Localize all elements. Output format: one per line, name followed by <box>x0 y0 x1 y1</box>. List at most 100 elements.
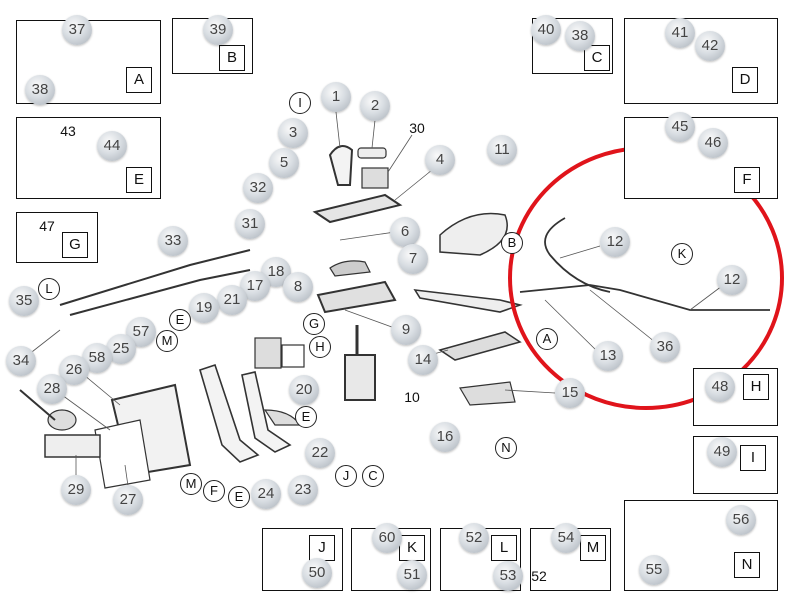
inset-letter-F: F <box>734 167 760 193</box>
callout-38-c: 38 <box>565 21 595 51</box>
ref-L: L <box>38 278 60 300</box>
callout-53: 53 <box>493 561 523 591</box>
callout-1: 1 <box>321 82 351 112</box>
callout-19: 19 <box>189 293 219 323</box>
inset-letter-J: J <box>309 535 335 561</box>
callout-33: 33 <box>158 226 188 256</box>
callout-12-lower: 12 <box>717 265 747 295</box>
callout-51: 51 <box>397 560 427 590</box>
ref-J: J <box>335 465 357 487</box>
callout-54: 54 <box>551 523 581 553</box>
callout-7: 7 <box>398 244 428 274</box>
brake-pedal-drawing <box>199 363 260 463</box>
callout-3: 3 <box>278 118 308 148</box>
callout-22: 22 <box>305 438 335 468</box>
callout-13: 13 <box>593 341 623 371</box>
ref-C: C <box>362 465 384 487</box>
callout-56: 56 <box>726 505 756 535</box>
handbrake-lever-drawing <box>413 289 523 313</box>
callout-35: 35 <box>9 286 39 316</box>
ref-M-2: M <box>180 473 202 495</box>
callout-21: 21 <box>217 285 247 315</box>
ref-K: K <box>671 243 693 265</box>
pedal-bracket-drawing <box>94 383 192 489</box>
ref-A: A <box>536 328 558 350</box>
inset-letter-I: I <box>740 445 766 471</box>
inset-letter-L: L <box>491 535 517 561</box>
callout-28: 28 <box>37 374 67 404</box>
callout-24: 24 <box>251 479 281 509</box>
callout-10: 10 <box>404 389 420 405</box>
callout-45: 45 <box>665 112 695 142</box>
callout-36: 36 <box>650 332 680 362</box>
inset-letter-B: B <box>219 45 245 71</box>
callout-38: 38 <box>25 75 55 105</box>
callout-52: 52 <box>459 523 489 553</box>
inset-letter-M: M <box>580 535 606 561</box>
callout-37: 37 <box>62 15 92 45</box>
callout-23: 23 <box>288 475 318 505</box>
callout-52-m: 52 <box>531 568 547 584</box>
callout-50: 50 <box>302 558 332 588</box>
inset-letter-K: K <box>399 535 425 561</box>
ref-E-2: E <box>295 406 317 428</box>
inset-letter-D: D <box>732 67 758 93</box>
bezel-drawing <box>357 147 389 189</box>
master-cylinder-drawing <box>19 389 101 458</box>
console-plate-drawing <box>312 193 403 224</box>
callout-41: 41 <box>665 18 695 48</box>
callout-32: 32 <box>243 173 273 203</box>
callout-34: 34 <box>6 346 36 376</box>
callout-27: 27 <box>113 485 143 515</box>
ref-N: N <box>495 437 517 459</box>
bracket-17-drawing <box>254 337 305 369</box>
callout-55: 55 <box>639 555 669 585</box>
callout-31: 31 <box>235 209 265 239</box>
inset-letter-E: E <box>126 167 152 193</box>
callout-60: 60 <box>372 523 402 553</box>
callout-6: 6 <box>390 217 420 247</box>
callout-29: 29 <box>61 475 91 505</box>
callout-20: 20 <box>289 375 319 405</box>
shifter-mechanism-drawing <box>344 325 376 401</box>
ref-M-1: M <box>156 330 178 352</box>
inset-letter-C: C <box>584 45 610 71</box>
callout-9: 9 <box>391 315 421 345</box>
shift-base-drawing <box>316 260 397 314</box>
callout-8: 8 <box>283 272 313 302</box>
callout-47: 47 <box>39 218 55 234</box>
callout-42: 42 <box>695 31 725 61</box>
callout-2: 2 <box>360 91 390 121</box>
inset-letter-G: G <box>62 232 88 258</box>
callout-14: 14 <box>408 345 438 375</box>
inset-letter-A: A <box>126 67 152 93</box>
ref-G: G <box>303 313 325 335</box>
callout-40: 40 <box>531 15 561 45</box>
callout-43: 43 <box>60 123 76 139</box>
parking-brake-cable-drawing <box>519 217 770 311</box>
callout-39: 39 <box>203 15 233 45</box>
callout-4: 4 <box>425 145 455 175</box>
handbrake-boot-drawing <box>439 212 508 256</box>
callout-30: 30 <box>409 120 425 136</box>
ref-E-1: E <box>169 309 191 331</box>
callout-5: 5 <box>269 148 299 178</box>
callout-12-upper: 12 <box>600 227 630 257</box>
callout-11: 11 <box>487 135 517 165</box>
ref-E-3: E <box>228 486 250 508</box>
callout-16: 16 <box>430 422 460 452</box>
callout-46: 46 <box>698 128 728 158</box>
inset-letter-H: H <box>743 374 769 400</box>
shift-knob-drawing <box>328 145 354 186</box>
handbrake-base-drawing <box>438 331 522 406</box>
inset-letter-N: N <box>734 552 760 578</box>
callout-15: 15 <box>555 378 585 408</box>
callout-49: 49 <box>707 437 737 467</box>
ref-B: B <box>501 232 523 254</box>
ref-H: H <box>309 336 331 358</box>
ref-I: I <box>289 92 311 114</box>
ref-F: F <box>203 480 225 502</box>
shift-cable-drawing <box>59 249 251 316</box>
clutch-pedal-drawing <box>241 371 292 453</box>
callout-44: 44 <box>97 131 127 161</box>
